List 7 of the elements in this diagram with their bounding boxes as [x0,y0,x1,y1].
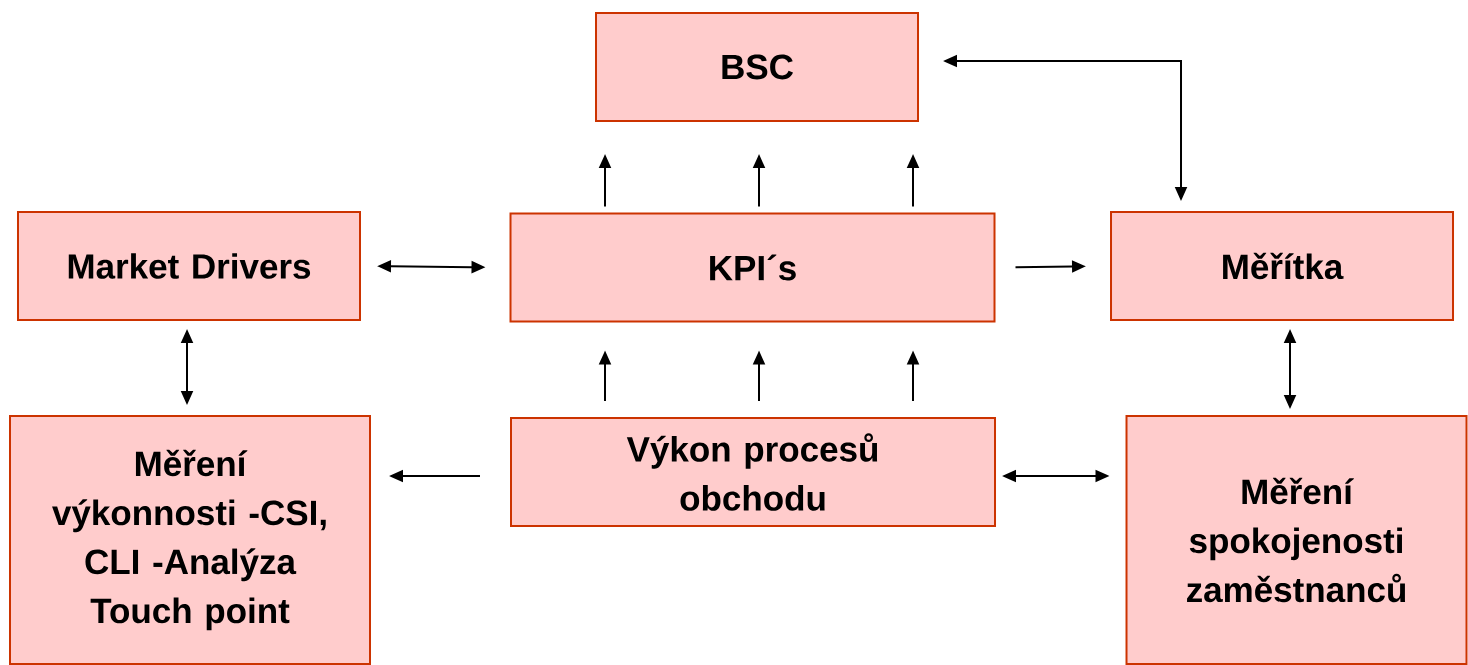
process-box: Měření výkonnosti -CSI, CLI -Analýza Touch point [9,415,371,665]
process-box: BSC [595,12,919,122]
process-box: Měřítka [1110,211,1454,321]
process-box: Měření spokojenosti zaměstnanců [1125,415,1468,665]
process-box: KPI´s [509,212,996,323]
process-box: Výkon procesů obchodu [510,417,996,527]
process-box: Market Drivers [17,211,361,321]
